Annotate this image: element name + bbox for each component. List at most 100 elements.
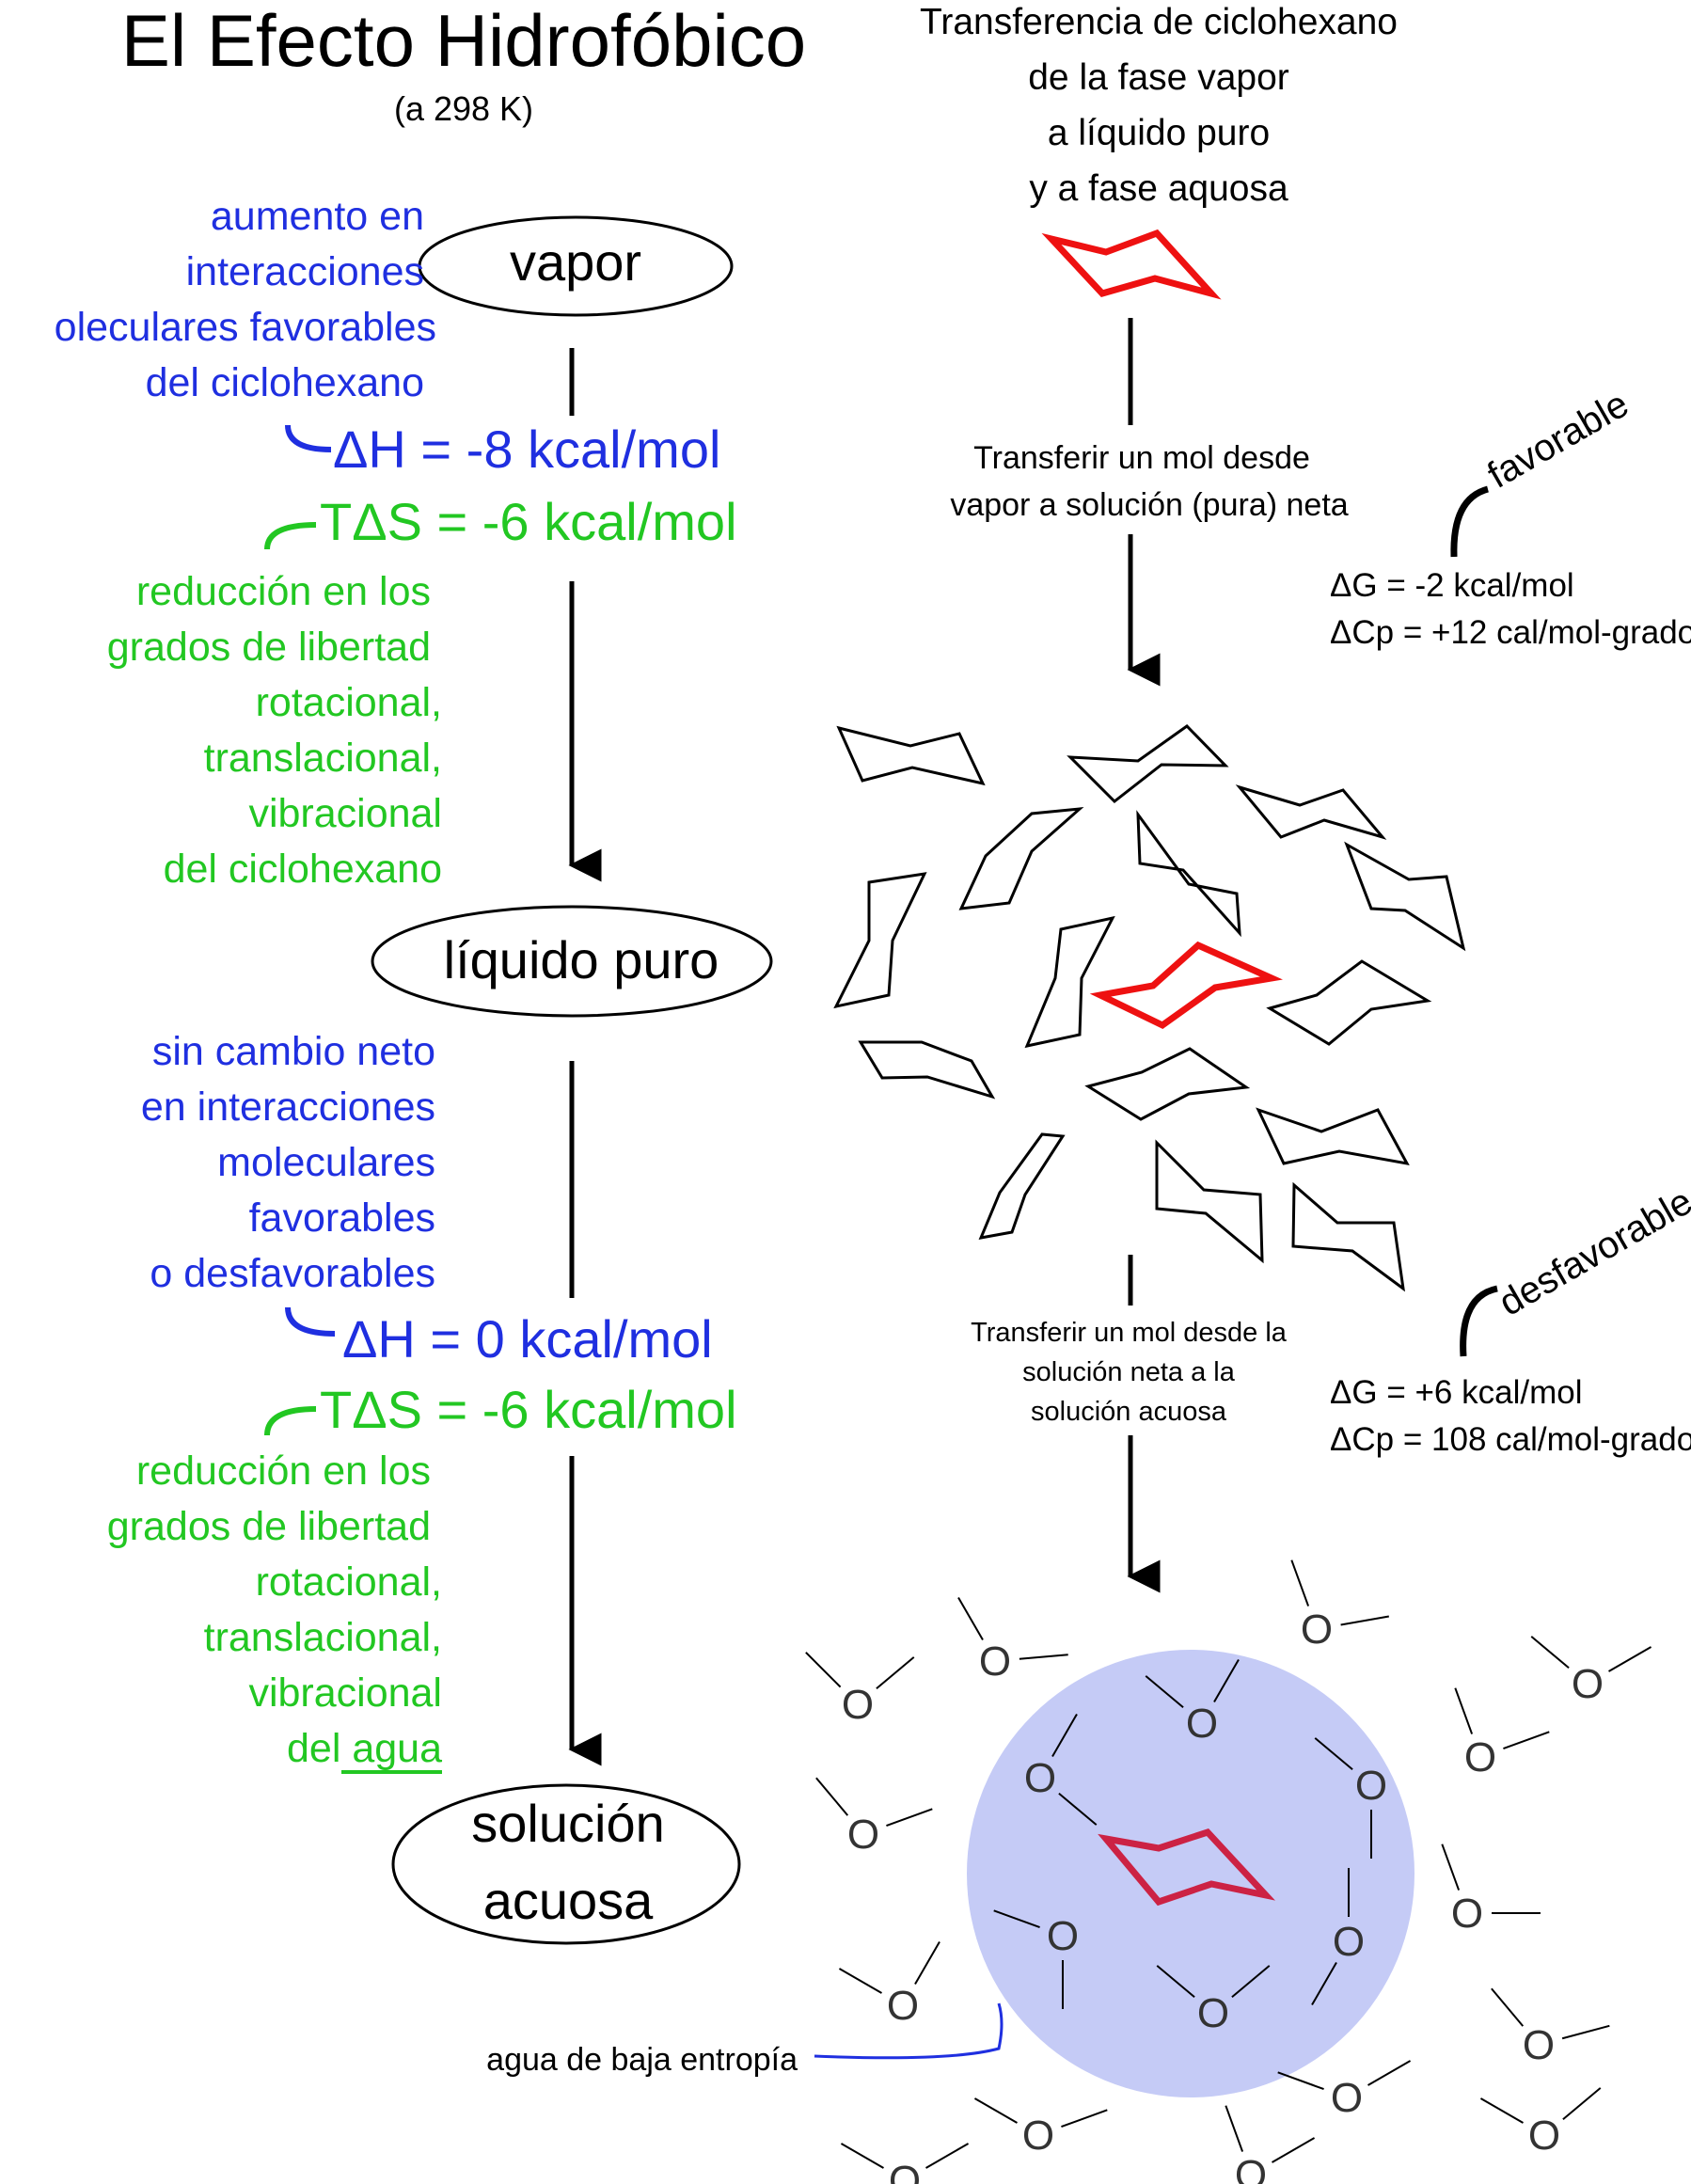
water-molecule: O xyxy=(957,1596,1068,1685)
water-hydrogen-bond xyxy=(1311,1962,1337,2006)
step1-enthalpy-line: oleculares favorables xyxy=(55,305,436,350)
water-hydrogen-bond xyxy=(1277,2071,1324,2091)
water-hydrogen-bond xyxy=(1441,1844,1461,1891)
water-hydrogen-bond xyxy=(1608,1646,1652,1672)
water-oxygen: O xyxy=(1464,1734,1496,1780)
water-hydrogen-bond xyxy=(1454,1687,1474,1734)
step1-entropy-line: vibracional xyxy=(248,791,442,836)
water-hydrogen-bond xyxy=(1561,2024,1610,2040)
transfer2-caption: Transferir un mol desde la solución neta… xyxy=(971,1318,1288,1427)
water-molecule: O xyxy=(805,1652,915,1728)
step2-entropy-line: translacional, xyxy=(204,1615,442,1660)
step1-entropy-line: del ciclohexano xyxy=(164,847,442,892)
transfer1-caption-line: Transferir un mol desde xyxy=(973,440,1310,476)
water-molecule: O xyxy=(1225,2105,1316,2184)
water-oxygen: O xyxy=(1024,1755,1056,1801)
cyclohexane-molecule xyxy=(958,807,1084,910)
step2-TdS: TΔS = -6 kcal/mol xyxy=(320,1380,737,1439)
step2-enthalpy-line: sin cambio neto xyxy=(152,1029,435,1074)
transfer1-caption-line: vapor a solución (pura) neta xyxy=(950,487,1348,523)
transfer2-caption-line: solución acuosa xyxy=(1031,1397,1227,1427)
transfer1-dCp: ΔCp = +12 cal/mol-grado xyxy=(1330,614,1691,651)
underlined-word-agua: agua xyxy=(352,1726,442,1771)
cyclohexane-molecule xyxy=(833,872,927,1009)
water-hydrogen-bond xyxy=(1272,2137,1316,2163)
water-oxygen: O xyxy=(1333,1919,1365,1965)
step2-enthalpy-line: favorables xyxy=(249,1195,435,1241)
right-header-line: de la fase vapor xyxy=(1028,57,1289,98)
step1-entropy-line: reducción en los xyxy=(136,569,431,614)
low-entropy-water-pointer xyxy=(814,2002,1004,2060)
water-hydrogen-bond xyxy=(1314,1737,1353,1771)
water-oxygen: O xyxy=(1047,1913,1079,1959)
water-hydrogen-bond xyxy=(840,2143,884,2169)
water-hydrogen-bond xyxy=(1491,1987,1525,2027)
low-entropy-water-shell xyxy=(967,1650,1414,2097)
state-vapor: vapor xyxy=(418,215,734,317)
state-solution: solución acuosa xyxy=(391,1783,741,1945)
state-solution-label-2: acuosa xyxy=(483,1871,654,1930)
water-hydrogen-bond xyxy=(815,1777,849,1816)
right-header-line: a líquido puro xyxy=(1048,113,1270,153)
water-hydrogen-bond xyxy=(1225,2105,1244,2152)
step2-entropy-line: reducción en los xyxy=(136,1448,431,1494)
state-liquid: líquido puro xyxy=(371,905,773,1018)
water-oxygen: O xyxy=(1523,2022,1555,2068)
step2-dH-bracket xyxy=(285,1306,336,1337)
water-molecule: O xyxy=(1441,1844,1541,1937)
water-hydrogen-bond xyxy=(925,2143,970,2169)
water-molecule: O xyxy=(973,2097,1108,2159)
cyclohexane-molecule-highlight xyxy=(1089,941,1283,1030)
step1-entropy-line: translacional, xyxy=(204,736,442,781)
water-molecule: O xyxy=(815,1777,933,1858)
step1-TdS-bracket xyxy=(264,522,317,550)
water-oxygen: O xyxy=(847,1812,879,1858)
water-oxygen: O xyxy=(1451,1891,1483,1937)
water-molecule: O xyxy=(1145,1658,1240,1747)
water-oxygen: O xyxy=(1022,2113,1054,2159)
water-hydrogen-bond xyxy=(1479,2097,1524,2124)
transfer2-dCp: ΔCp = 108 cal/mol-grado xyxy=(1330,1421,1691,1458)
water-molecule: O xyxy=(1479,2087,1602,2159)
step1-entropy-line: rotacional, xyxy=(256,680,442,725)
water-hydrogen-bond xyxy=(1156,1965,1195,1999)
right-header-line: y a fase aquosa xyxy=(1029,168,1288,209)
step2-entropy-line: rotacional, xyxy=(256,1559,442,1605)
step2-enthalpy-line: en interacciones xyxy=(141,1084,435,1130)
cyclohexane-molecule xyxy=(1155,1139,1264,1264)
water-hydrogen-bond xyxy=(1058,1792,1098,1826)
step1-entropy-note: reducción en los grados de libertad rota… xyxy=(107,569,442,892)
right-header-line: Transferencia de ciclohexano xyxy=(920,2,1398,42)
step1-dH-bracket xyxy=(285,424,332,452)
state-vapor-label: vapor xyxy=(510,232,641,292)
water-hydrogen-bond xyxy=(838,1968,882,1994)
water-molecule: O xyxy=(1024,1713,1098,1826)
transfer1-caption: Transferir un mol desde vapor a solución… xyxy=(950,440,1348,523)
water-oxygen: O xyxy=(1572,1661,1604,1707)
cyclohexane-molecule xyxy=(1291,1181,1405,1292)
step2-enthalpy-note: sin cambio neto en interacciones molecul… xyxy=(141,1029,435,1296)
step2-enthalpy-line: moleculares xyxy=(217,1140,435,1185)
water-molecule: O xyxy=(1491,1987,1610,2068)
water-hydrogen-bond xyxy=(1019,1654,1068,1660)
page-title: El Efecto Hidrofóbico xyxy=(121,0,806,82)
step1-enthalpy-line: del ciclohexano xyxy=(146,360,424,405)
water-hydrogen-bond xyxy=(1503,1731,1550,1750)
state-solution-label-1: solución xyxy=(471,1794,664,1853)
water-oxygen: O xyxy=(979,1638,1011,1685)
state-liquid-label: líquido puro xyxy=(444,930,719,989)
cyclohexane-molecule xyxy=(1256,1107,1410,1166)
water-hydrogen-bond xyxy=(1231,1965,1271,1999)
water-hydrogen-bond xyxy=(993,1909,1040,1929)
cyclohexane-solvated-red xyxy=(1098,1828,1275,1907)
page-subtitle: (a 298 K) xyxy=(394,89,533,128)
water-molecule: O xyxy=(1530,1636,1652,1707)
water-hydrogen-bond xyxy=(1061,2109,1108,2129)
cyclohexane-vapor-red xyxy=(1041,229,1222,300)
water-molecule: O xyxy=(1290,1559,1389,1653)
step2-TdS-bracket xyxy=(264,1406,317,1436)
cyclohexane-molecule xyxy=(836,725,986,786)
transfer2-tag-bracket xyxy=(1460,1285,1498,1357)
water-oxygen: O xyxy=(1197,1990,1229,2036)
